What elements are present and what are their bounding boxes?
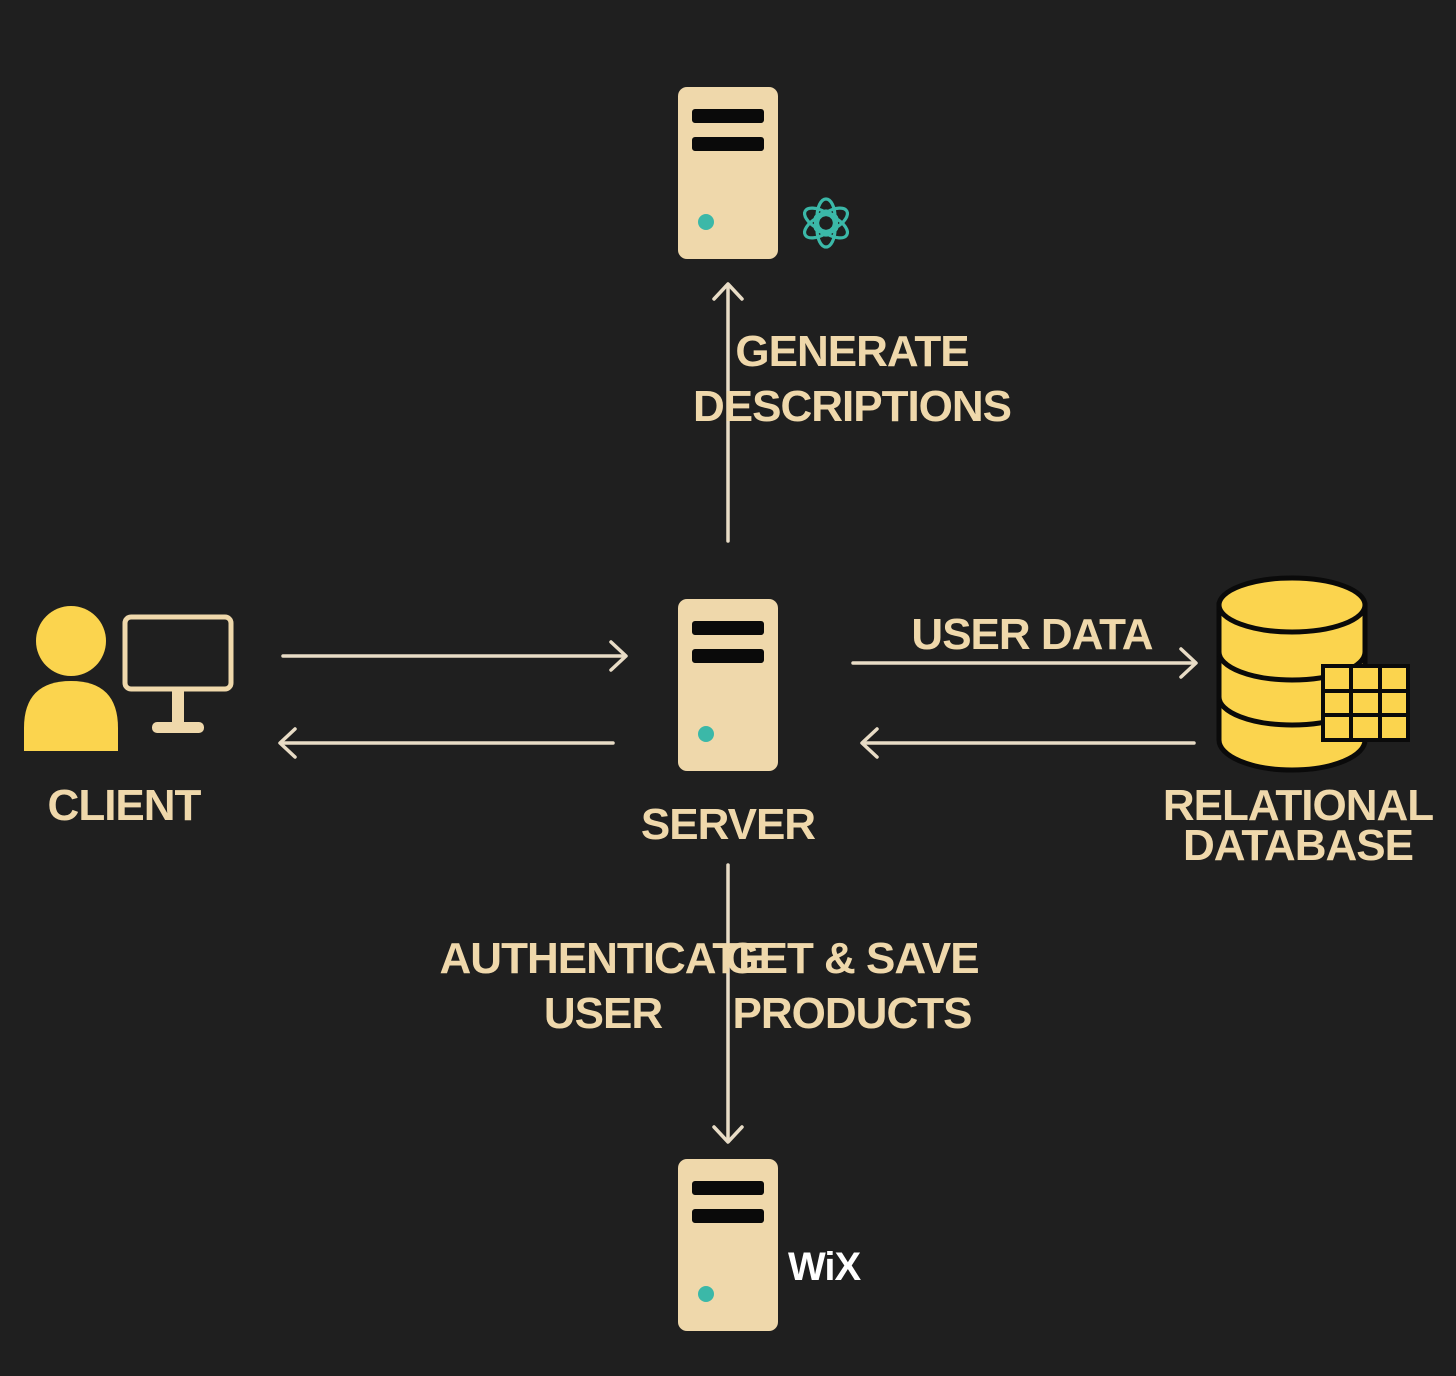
client-label: CLIENT xyxy=(48,781,202,830)
authenticate-user-label-line1: AUTHENTICATE xyxy=(440,934,767,983)
generate-descriptions-label-line1: GENERATE xyxy=(735,327,968,376)
server-label: SERVER xyxy=(641,800,815,849)
user-data-label: USER DATA xyxy=(911,610,1152,659)
get-save-products-label-line2: PRODUCTS xyxy=(733,989,972,1038)
openai-server-icon xyxy=(678,87,778,259)
authenticate-user-label-line2: USER xyxy=(544,989,662,1038)
server-icon xyxy=(678,599,778,771)
get-save-products-label-line1: GET & SAVE xyxy=(725,934,978,983)
table-grid-icon xyxy=(1321,664,1410,742)
arrow-database-to-server xyxy=(860,727,1196,759)
arrow-to-openai xyxy=(712,282,744,543)
arrow-to-wix xyxy=(712,863,744,1144)
user-icon xyxy=(24,606,118,751)
generate-descriptions-label-line2: DESCRIPTIONS xyxy=(693,382,1011,431)
database-label-line1: RELATIONAL xyxy=(1163,781,1433,830)
arrow-server-to-client xyxy=(278,727,615,759)
wix-server-icon xyxy=(678,1159,778,1331)
arrow-client-to-server xyxy=(281,640,628,672)
client-icon xyxy=(24,606,234,751)
arrow-server-to-database xyxy=(851,647,1198,679)
openai-logo-icon xyxy=(802,197,850,249)
wix-logo: WiX xyxy=(788,1245,862,1289)
monitor-icon xyxy=(122,614,234,733)
database-icon xyxy=(1216,575,1410,773)
database-label-line2: DATABASE xyxy=(1183,821,1413,870)
